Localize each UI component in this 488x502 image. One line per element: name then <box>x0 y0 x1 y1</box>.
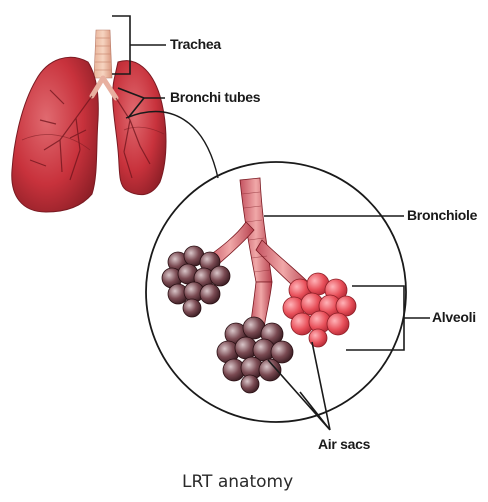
air-sac-cluster-bottom <box>217 317 293 393</box>
lungs-illustration <box>12 30 166 212</box>
label-trachea: Trachea <box>170 36 221 52</box>
caption: LRT anatomy <box>182 472 293 492</box>
alveoli-bracket <box>346 286 430 350</box>
label-bronchiole: Bronchiole <box>407 207 477 223</box>
label-bronchi-tubes: Bronchi tubes <box>170 89 260 105</box>
alveoli-cluster <box>283 273 356 347</box>
label-alveoli: Alveoli <box>432 309 476 325</box>
right-lung <box>113 61 166 195</box>
label-air-sacs: Air sacs <box>318 436 370 452</box>
